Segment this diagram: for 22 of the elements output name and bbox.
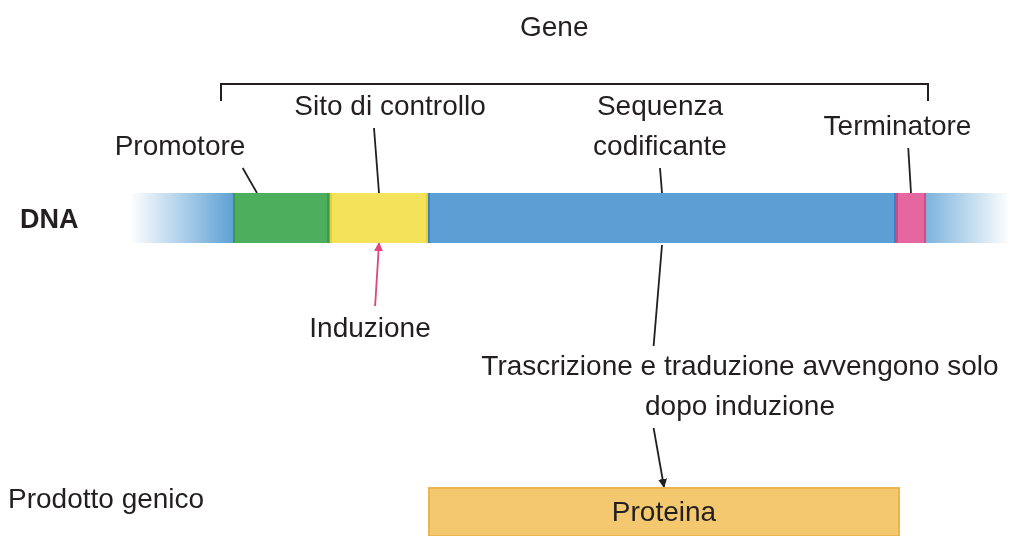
leader-line — [652, 244, 663, 347]
dna-segment — [428, 193, 896, 243]
dna-segment — [233, 193, 329, 243]
node-label: Sequenza codificante — [545, 86, 775, 166]
node-label: Sito di controllo — [290, 86, 490, 126]
arrow — [652, 427, 668, 488]
dna-strand — [130, 193, 1010, 243]
node-label: Terminatore — [790, 106, 1005, 146]
dna-segment — [896, 193, 926, 243]
leader-line — [659, 167, 663, 194]
arrow — [374, 242, 383, 307]
dna-segment — [330, 193, 428, 243]
leader-line — [241, 167, 258, 194]
node-label: Trascrizione e traduzione avvengono solo dopo induzione — [470, 346, 1010, 426]
node-label: Induzione — [285, 308, 455, 348]
gene-label: Gene — [520, 10, 589, 44]
dna-label: DNA — [20, 203, 79, 236]
node-label: Promotore — [85, 126, 275, 166]
leader-line — [373, 127, 380, 194]
product-box: Proteina — [428, 487, 900, 536]
row-label: Prodotto genico — [8, 482, 205, 516]
leader-line — [907, 147, 912, 194]
